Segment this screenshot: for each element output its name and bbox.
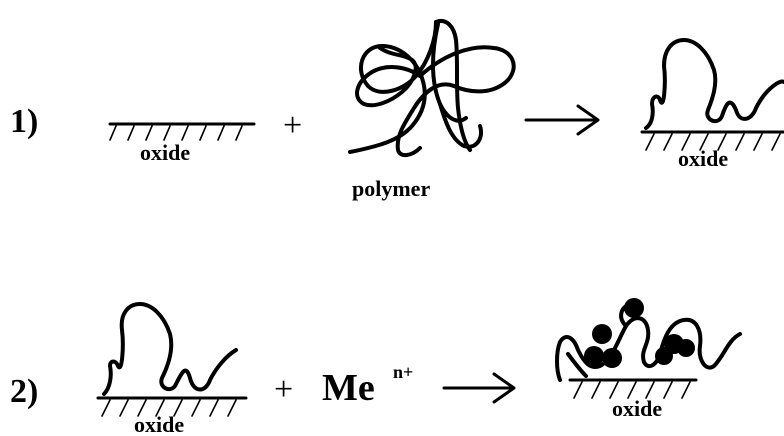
grafted-polymer-surface-1 <box>640 38 784 151</box>
bare-oxide-surface <box>108 122 256 141</box>
step-1-number: 1) <box>10 103 38 140</box>
plus-sign-1: + <box>283 107 302 144</box>
metal-particles <box>584 298 695 368</box>
metal-particle <box>624 298 644 318</box>
metal-particle <box>655 347 673 365</box>
oxide-label-2: oxide <box>134 412 184 436</box>
metal-particle <box>677 339 695 357</box>
plus-sign-2: + <box>274 371 293 408</box>
metal-particle <box>584 346 604 366</box>
oxide-label-1: oxide <box>140 140 190 165</box>
reaction-arrow-2 <box>442 372 516 404</box>
grafted-polymer-surface-2 <box>96 302 248 417</box>
oxide-label-1-product: oxide <box>678 146 728 171</box>
step-2-number: 2) <box>10 373 38 410</box>
polymer-coil <box>348 19 516 157</box>
metal-particle <box>592 324 612 344</box>
metal-ion-symbol: Me <box>322 367 375 409</box>
metal-ion-charge: n+ <box>393 362 413 382</box>
oxide-label-2-product: oxide <box>612 396 662 421</box>
metal-loaded-polymer-surface <box>555 298 742 399</box>
polymer-label: polymer <box>352 176 430 201</box>
reaction-arrow-1 <box>524 104 600 136</box>
metal-particle <box>602 348 622 368</box>
